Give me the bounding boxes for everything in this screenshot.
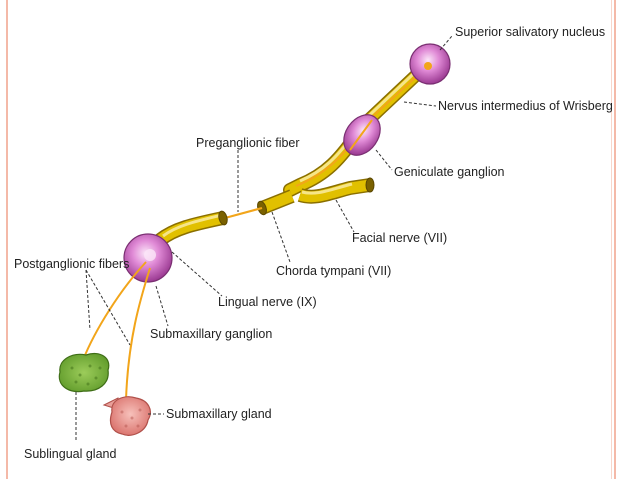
label-preganglionic-fiber: Preganglionic fiber [196, 136, 300, 150]
chorda-tympani-segment [257, 189, 295, 216]
submaxillary-ganglion-shape [123, 233, 173, 283]
label-nervus-intermedius: Nervus intermedius of Wrisberg [438, 99, 613, 113]
submaxillary-gland-shape [102, 396, 151, 436]
facial-nerve-branch [297, 177, 375, 204]
label-sublingual-gland: Sublingual gland [24, 447, 116, 461]
leader-lines [75, 35, 453, 440]
slide-right-border [614, 0, 616, 479]
label-lingual-nerve: Lingual nerve (IX) [218, 295, 317, 309]
label-postganglionic-fibers: Postganglionic fibers [14, 257, 129, 271]
geniculate-ganglion-shape [343, 114, 381, 156]
postganglionic-fiber-submaxillary [125, 267, 151, 401]
label-superior-salivatory-nucleus: Superior salivatory nucleus [455, 25, 605, 39]
preganglionic-fiber-line [224, 206, 263, 220]
sublingual-gland-shape [58, 352, 110, 393]
label-submaxillary-gland: Submaxillary gland [166, 407, 272, 421]
superior-salivatory-nucleus-shape [409, 43, 451, 85]
slide-right-border-inner [611, 0, 612, 479]
lingual-nerve-segment [155, 210, 228, 246]
label-facial-nerve: Facial nerve (VII) [352, 231, 447, 245]
label-chorda-tympani: Chorda tympani (VII) [276, 264, 391, 278]
label-geniculate-ganglion: Geniculate ganglion [394, 165, 505, 179]
slide-left-border [6, 0, 8, 479]
label-submaxillary-ganglion: Submaxillary ganglion [150, 327, 272, 341]
